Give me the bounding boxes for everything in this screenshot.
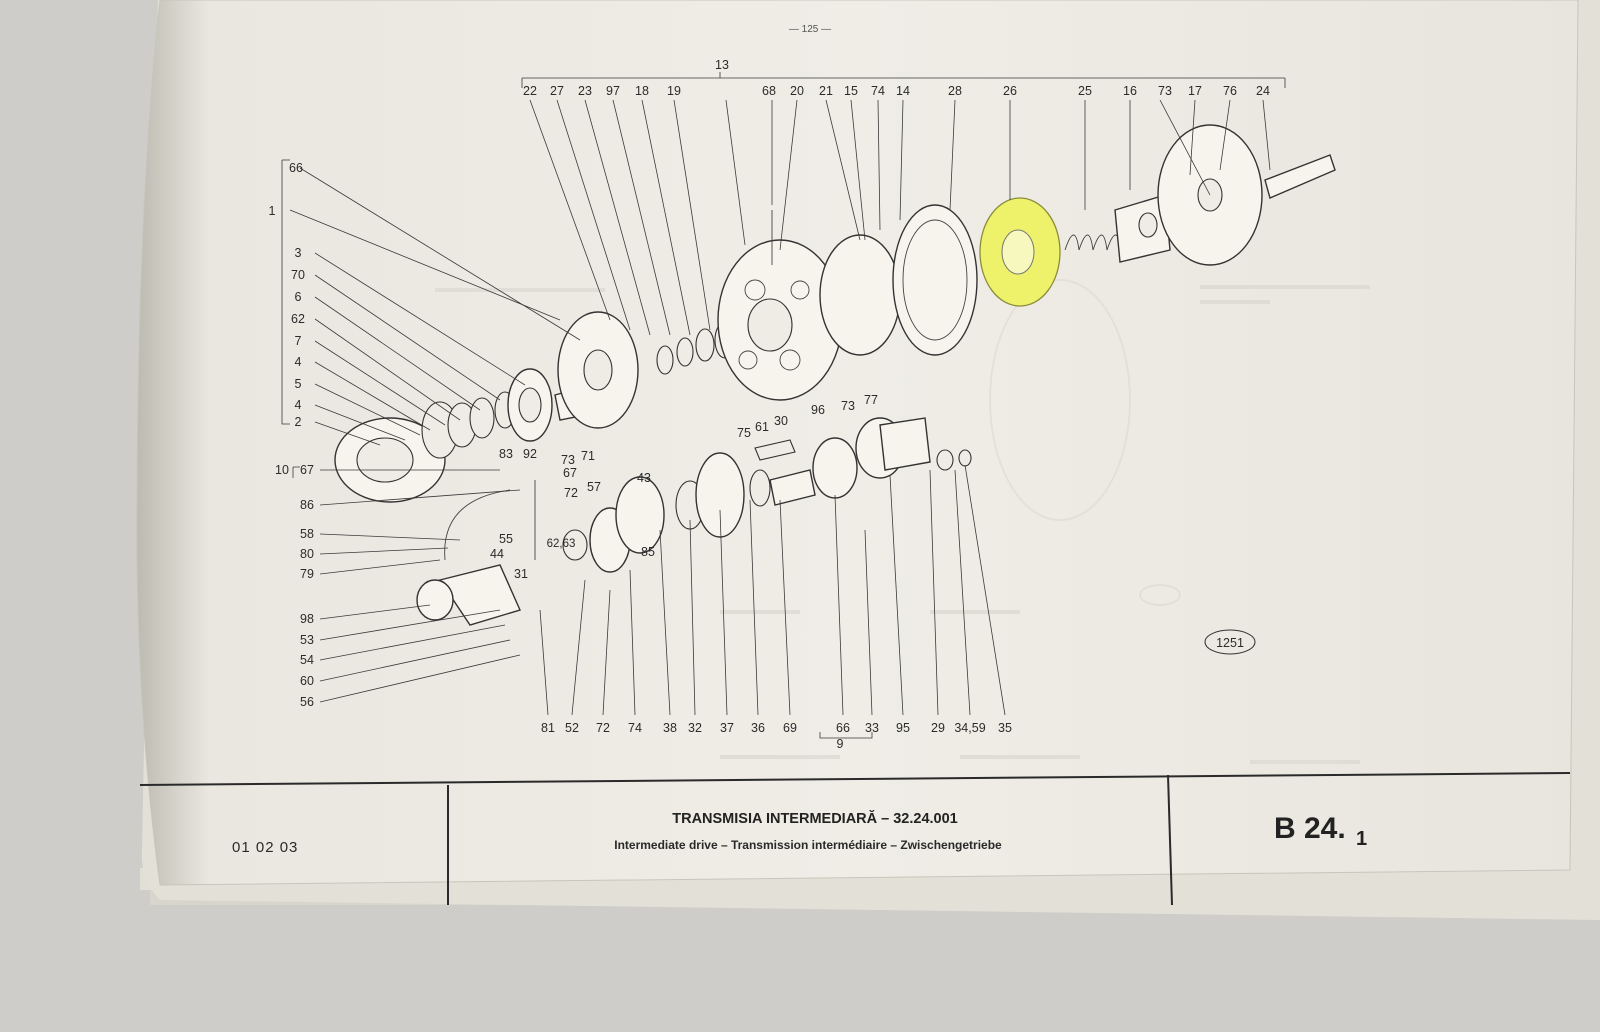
callout: 73 xyxy=(841,399,855,413)
callout: 80 xyxy=(300,547,314,561)
callout: 76 xyxy=(1223,84,1237,98)
callout: 66 xyxy=(289,161,303,175)
callout: 28 xyxy=(948,84,962,98)
bracket-left-upper xyxy=(281,159,290,425)
callout: 85 xyxy=(641,545,655,559)
callout: 44 xyxy=(490,547,504,561)
drawing-ref-number: 1251 xyxy=(1216,636,1244,650)
callout: 3 xyxy=(295,246,302,260)
callout: 1 xyxy=(269,204,276,218)
bracket-left-lower xyxy=(292,466,300,478)
callouts-left-lower: 10 67 86 58 80 79 98 53 54 60 56 xyxy=(275,463,314,709)
callout: 26 xyxy=(1003,84,1017,98)
callout: 71 xyxy=(581,449,595,463)
callout: 77 xyxy=(864,393,878,407)
callout: 68 xyxy=(762,84,776,98)
callout: 30 xyxy=(774,414,788,428)
callout: 86 xyxy=(300,498,314,512)
callout: 21 xyxy=(819,84,833,98)
callouts-middle: 73 77 73 71 83 92 67 57 72 43 75 61 30 9… xyxy=(490,393,878,581)
callout: 22 xyxy=(523,84,537,98)
callout: 33 xyxy=(865,721,879,735)
callout: 2 xyxy=(295,415,302,429)
callout: 97 xyxy=(606,84,620,98)
callout: 7 xyxy=(295,334,302,348)
callout: 43 xyxy=(637,471,651,485)
callout: 56 xyxy=(300,695,314,709)
callout: 73 xyxy=(561,453,575,467)
callout: 96 xyxy=(811,403,825,417)
callout: 35 xyxy=(998,721,1012,735)
callout: 70 xyxy=(291,268,305,282)
callout-9: 9 xyxy=(837,737,844,751)
callout: 27 xyxy=(550,84,564,98)
callout: 25 xyxy=(1078,84,1092,98)
callout: 79 xyxy=(300,567,314,581)
leader-lines xyxy=(289,99,1271,716)
callout: 29 xyxy=(931,721,945,735)
callout: 4 xyxy=(295,398,302,412)
callout: 98 xyxy=(300,612,314,626)
callout: 69 xyxy=(783,721,797,735)
callout: 38 xyxy=(663,721,677,735)
callout: 81 xyxy=(541,721,555,735)
callout: 66 xyxy=(836,721,850,735)
callout: 58 xyxy=(300,527,314,541)
variant-codes: 01 02 03 xyxy=(232,839,298,856)
callout: 67 xyxy=(300,463,314,477)
callout: 19 xyxy=(667,84,681,98)
callout: 23 xyxy=(578,84,592,98)
callouts-bottom: 81 52 72 74 38 32 37 36 69 66 33 95 29 3… xyxy=(541,721,1012,751)
title-multilingual: Intermediate drive – Transmission interm… xyxy=(614,838,1002,852)
callout: 32 xyxy=(688,721,702,735)
callouts-top: 13 22 27 23 97 18 19 68 20 21 15 74 14 2… xyxy=(523,58,1270,98)
section-code-sub: 1 xyxy=(1356,828,1367,850)
drawing-reference: 1251 xyxy=(1204,629,1256,655)
page-number: — 125 — xyxy=(789,24,831,35)
callout: 92 xyxy=(523,447,537,461)
callout: 62,63 xyxy=(547,538,576,550)
bleed-through xyxy=(435,279,1370,764)
exploded-view-upper xyxy=(334,72,1336,503)
callout: 10 xyxy=(275,463,289,477)
callout: 55 xyxy=(499,532,513,546)
callout: 74 xyxy=(871,84,885,98)
callout: 60 xyxy=(300,674,314,688)
callout: 62 xyxy=(291,312,305,326)
callout: 31 xyxy=(514,567,528,581)
callout: 5 xyxy=(295,377,302,391)
callout: 16 xyxy=(1123,84,1137,98)
callout: 75 xyxy=(737,426,751,440)
callout: 83 xyxy=(499,447,513,461)
callout: 6 xyxy=(295,290,302,304)
callout: 53 xyxy=(300,633,314,647)
callout: 34,59 xyxy=(954,721,985,735)
callout: 72 xyxy=(596,721,610,735)
callout: 61 xyxy=(755,420,769,434)
callout: 20 xyxy=(790,84,804,98)
section-code: B 24. xyxy=(1274,812,1346,845)
callout: 18 xyxy=(635,84,649,98)
title-block: 01 02 03 TRANSMISIA INTERMEDIARĂ – 32.24… xyxy=(139,772,1571,906)
callout: 57 xyxy=(587,480,601,494)
title-romanian: TRANSMISIA INTERMEDIARĂ – 32.24.001 xyxy=(672,810,958,827)
callout: 15 xyxy=(844,84,858,98)
callout: 74 xyxy=(628,721,642,735)
callout: 36 xyxy=(751,721,765,735)
callout: 4 xyxy=(295,355,302,369)
callout: 52 xyxy=(565,721,579,735)
callout: 14 xyxy=(896,84,910,98)
exploded-view-lower xyxy=(416,417,972,739)
callout: 17 xyxy=(1188,84,1202,98)
callout: 73 xyxy=(1158,84,1172,98)
callouts-left-upper: 66 1 3 70 6 62 7 4 5 4 2 xyxy=(269,161,305,429)
callout: 54 xyxy=(300,653,314,667)
callout: 67 xyxy=(563,466,577,480)
callout: 72 xyxy=(564,486,578,500)
callout-13: 13 xyxy=(715,58,729,72)
callout: 37 xyxy=(720,721,734,735)
callout: 24 xyxy=(1256,84,1270,98)
callout: 95 xyxy=(896,721,910,735)
